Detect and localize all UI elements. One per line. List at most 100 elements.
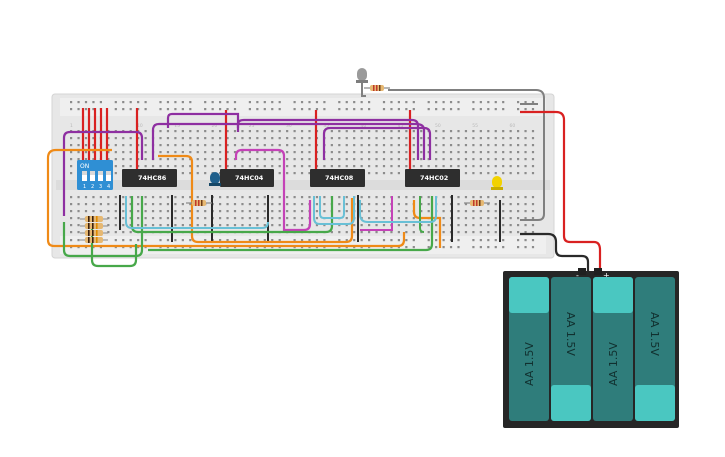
- breadboard-hole: [517, 224, 520, 227]
- breadboard-hole: [211, 151, 214, 154]
- breadboard-hole: [397, 130, 400, 133]
- resistor-band: [92, 230, 94, 236]
- breadboard-hole: [405, 224, 408, 227]
- breadboard-hole: [233, 130, 237, 133]
- pulldown-resistor[interactable]: [85, 216, 103, 222]
- breadboard-hole: [70, 210, 73, 213]
- breadboard-hole: [129, 231, 132, 234]
- breadboard-hole: [412, 144, 415, 147]
- breadboard-hole: [271, 108, 274, 111]
- breadboard-hole: [92, 151, 95, 154]
- breadboard-hole: [256, 165, 259, 168]
- dip-switch[interactable]: ON 1 2 3 4: [77, 160, 113, 190]
- breadboard-hole: [144, 137, 147, 140]
- breadboard-hole: [189, 210, 192, 213]
- breadboard-hole: [531, 137, 535, 140]
- breadboard-hole: [286, 210, 289, 213]
- pulldown-resistor[interactable]: [85, 223, 103, 229]
- breadboard-hole: [449, 101, 453, 104]
- breadboard-hole: [204, 158, 207, 161]
- led-yellow[interactable]: [491, 176, 503, 190]
- resistor[interactable]: [186, 200, 212, 206]
- breadboard-hole: [472, 151, 475, 154]
- breadboard-hole: [338, 231, 341, 234]
- breadboard-hole: [479, 158, 482, 161]
- breadboard-hole: [189, 239, 192, 242]
- dip-toggles[interactable]: [82, 171, 111, 181]
- breadboard-hole: [524, 101, 527, 104]
- breadboard-hole: [360, 137, 363, 140]
- wire-orange: [46, 148, 140, 248]
- breadboard-hole: [189, 224, 192, 227]
- breadboard-hole: [323, 224, 326, 227]
- breadboard-hole: [122, 224, 125, 227]
- dip-toggle-1[interactable]: [82, 171, 87, 181]
- breadboard-hole: [479, 224, 482, 227]
- breadboard-hole: [159, 239, 162, 242]
- breadboard-hole: [159, 165, 162, 168]
- wire-black-battery-minus: [520, 232, 590, 272]
- breadboard-hole: [412, 151, 415, 154]
- breadboard-hole: [345, 224, 348, 227]
- breadboard-hole: [226, 203, 229, 206]
- breadboard-hole: [77, 137, 80, 140]
- resistors: [80, 85, 490, 243]
- chip-74hc86[interactable]: 74HC86: [122, 169, 177, 187]
- breadboard-hole: [442, 165, 445, 168]
- breadboard-hole: [263, 196, 266, 199]
- breadboard-hole: [390, 231, 393, 234]
- chip-74hc02[interactable]: 74HC02: [405, 169, 460, 187]
- dip-toggle-3[interactable]: [98, 171, 103, 181]
- chip-74hc04[interactable]: 74HC04: [220, 169, 274, 187]
- breadboard-hole: [181, 165, 184, 168]
- led-blue[interactable]: [209, 172, 221, 186]
- pulldown-resistor-bank[interactable]: [80, 216, 108, 243]
- breadboard-hole: [114, 165, 117, 168]
- pulldown-resistor[interactable]: [85, 237, 103, 243]
- battery-cell-1: AA 1.5V: [509, 277, 549, 421]
- breadboard-hole: [464, 217, 468, 220]
- breadboard-hole: [375, 224, 378, 227]
- chip-label: 74HC02: [420, 174, 448, 182]
- breadboard-hole: [338, 210, 341, 213]
- breadboard-hole: [293, 165, 296, 168]
- breadboard-hole: [502, 217, 505, 220]
- breadboard-hole: [494, 203, 497, 206]
- breadboard-hole: [278, 239, 281, 242]
- breadboard-hole: [107, 144, 110, 147]
- breadboard-hole: [144, 101, 147, 104]
- dip-number-2: 2: [91, 184, 94, 190]
- led-gray[interactable]: [356, 68, 368, 83]
- resistor-band: [96, 230, 98, 236]
- breadboard-hole: [129, 101, 132, 104]
- breadboard-hole: [397, 158, 400, 161]
- pulldown-resistor[interactable]: [85, 230, 103, 236]
- breadboard-hole: [196, 165, 199, 168]
- breadboard-hole: [524, 172, 527, 175]
- chip-74hc08[interactable]: 74HC08: [310, 169, 365, 187]
- breadboard-hole: [397, 231, 400, 234]
- breadboard-hole: [137, 217, 140, 220]
- battery-minus-label: -: [576, 271, 579, 280]
- breadboard-hole: [368, 224, 371, 227]
- breadboard-hole: [248, 239, 251, 242]
- battery-pack[interactable]: + - AA 1.5V AA 1.5V AA 1.5V AA 1.5V: [503, 268, 679, 428]
- breadboard-hole: [449, 151, 453, 154]
- breadboard-hole: [524, 231, 527, 234]
- dip-toggle-4[interactable]: [106, 171, 111, 181]
- breadboard-hole: [487, 231, 490, 234]
- dip-toggle-2[interactable]: [90, 171, 95, 181]
- breadboard-hole: [286, 165, 289, 168]
- breadboard-hole: [151, 217, 155, 220]
- breadboard-hole: [122, 158, 125, 161]
- breadboard-hole: [517, 144, 520, 147]
- breadboard-hole: [338, 144, 341, 147]
- resistor[interactable]: [464, 200, 490, 206]
- resistor[interactable]: [364, 85, 390, 91]
- breadboard-hole: [487, 217, 490, 220]
- breadboard-hole: [219, 101, 222, 104]
- breadboard-hole: [479, 231, 482, 234]
- breadboard-hole: [315, 101, 319, 104]
- breadboard-hole: [397, 137, 400, 140]
- breadboard-hole: [278, 137, 281, 140]
